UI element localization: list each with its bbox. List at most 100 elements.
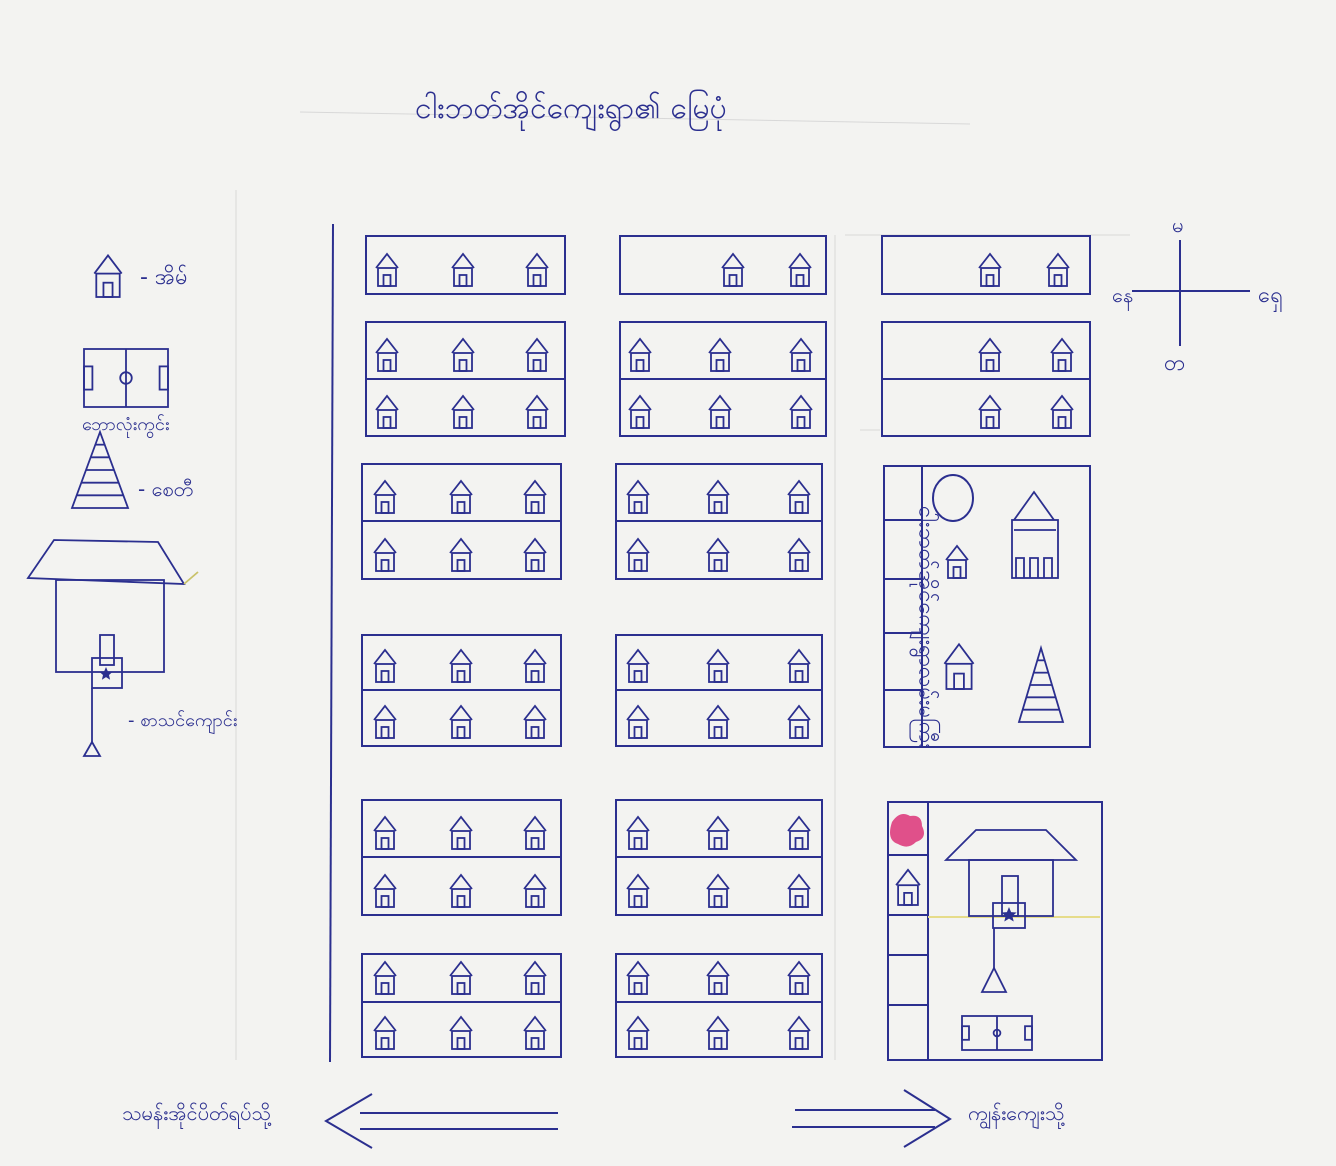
house-icon [978,252,1002,287]
house-icon [1050,394,1074,429]
village-blocks [361,235,1091,1058]
legend-school-label: - စာသင်ကျောင်း [128,710,238,731]
pagoda-icon [1017,644,1065,723]
house-icon [523,704,547,739]
arrow-right-label: ကျွန်းကျေးသို့ [968,1101,1065,1125]
map-left-border [329,223,334,1063]
legend-house-label: - အိမ် [140,265,188,290]
house-icon [628,337,652,372]
football-field-icon [83,348,169,408]
block [365,235,566,295]
house-icon [373,537,397,572]
house-icon [626,873,650,908]
house-icon [787,1015,811,1050]
house-icon [706,1015,730,1050]
house-icon [523,873,547,908]
block [881,235,1091,295]
house-icon [706,479,730,514]
arrow-left-icon [324,1093,558,1149]
block [361,953,562,1058]
house-icon [787,648,811,683]
house-icon [523,479,547,514]
monastery-icon [1011,490,1059,579]
block [615,953,823,1058]
house-icon [373,704,397,739]
house-icon [626,1015,650,1050]
house-icon [706,648,730,683]
house-icon [451,252,475,287]
house-icon [706,815,730,850]
house-icon [373,873,397,908]
house-icon [706,960,730,995]
compass-north-label: မ [1172,213,1184,237]
compass-west-label: နေ [1112,283,1134,307]
house-icon [523,1015,547,1050]
school-icon [943,829,1079,993]
house-icon [449,873,473,908]
school-compound [887,801,1103,1061]
house-icon [945,544,969,579]
house-icon [93,253,123,298]
house-icon [787,704,811,739]
star-icon [99,667,113,680]
house-icon [449,960,473,995]
house-icon [373,960,397,995]
house-icon [789,394,813,429]
house-icon [626,537,650,572]
house-icon [626,648,650,683]
house-icon [373,648,397,683]
house-icon [721,252,745,287]
compass-icon [1132,240,1250,346]
house-icon [525,394,549,429]
block [619,235,827,295]
house-icon [523,815,547,850]
house-icon [708,337,732,372]
house-icon [943,642,975,690]
legend-field-label: ဘောလုံးကွင်း [82,414,170,435]
house-icon [373,479,397,514]
house-icon [525,252,549,287]
pagoda-icon [70,429,130,509]
house-icon [451,337,475,372]
house-icon [789,337,813,372]
house-icon [708,394,732,429]
house-icon [451,394,475,429]
house-icon [1050,337,1074,372]
houses [373,252,1074,1050]
house-icon [626,479,650,514]
arrow-left-label: သမန်းအိုင်ပိတ်ရပ်သို့ [122,1101,271,1125]
house-icon [449,1015,473,1050]
special-buildings [895,490,1079,1051]
house-icon [978,337,1002,372]
house-icon [375,252,399,287]
house-icon [787,873,811,908]
house-icon [449,479,473,514]
compass-south-label: တ [1164,351,1186,376]
house-icon [626,960,650,995]
house-icon [523,648,547,683]
house-icon [373,815,397,850]
map-title: ငါးဘတ်အိုင်ကျေးရွာ၏ မြေပုံ [415,91,727,126]
house-icon [706,704,730,739]
house-icon [978,394,1002,429]
house-icon [787,960,811,995]
house-icon [706,873,730,908]
house-icon [373,1015,397,1050]
house-icon [375,337,399,372]
house-icon [626,704,650,739]
compass-east-label: ရှေ [1258,283,1284,308]
house-icon [449,815,473,850]
football-field-icon [961,1015,1033,1051]
marker-blot [890,814,924,847]
pond-icon [932,474,974,522]
legend-pagoda-label: - စေတီ [138,477,194,501]
house-icon [375,394,399,429]
house-icon [449,704,473,739]
house-icon [449,537,473,572]
arrow-right-icon [792,1089,952,1148]
house-icon [626,815,650,850]
school-icon [26,539,199,757]
house-icon [628,394,652,429]
